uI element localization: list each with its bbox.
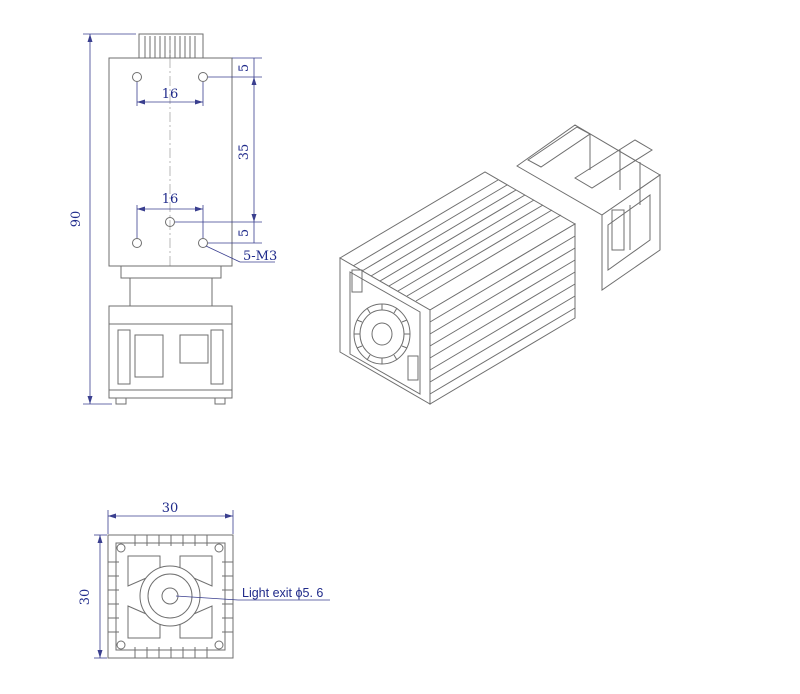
thread-callout-label: 5-M3 bbox=[243, 249, 277, 264]
iso-side-fins bbox=[429, 235, 576, 395]
dimension-top-hole-spacing: 16 bbox=[136, 82, 204, 106]
dimension-top-offset: 5 bbox=[208, 57, 262, 78]
end-view-fins bbox=[108, 535, 233, 658]
mount-hole bbox=[165, 217, 175, 227]
dimension-overall-height: 90 bbox=[69, 33, 136, 405]
dimension-lower-hole-spacing: 16 bbox=[136, 192, 204, 238]
top-hole-spacing-label: 16 bbox=[162, 87, 179, 102]
mount-hole bbox=[132, 238, 142, 248]
heatsink-body bbox=[108, 57, 233, 267]
dimension-hole-vertical-spacing: 35 bbox=[175, 77, 262, 223]
corner-hole bbox=[214, 640, 224, 650]
corner-hole bbox=[116, 543, 126, 553]
dimension-end-width: 30 bbox=[107, 501, 234, 534]
vertical-spacing-label: 35 bbox=[237, 144, 252, 161]
light-exit-callout: Light exit ϕ5. 6 bbox=[175, 586, 330, 601]
lower-hole-spacing-label: 16 bbox=[162, 192, 179, 207]
mount-hole bbox=[198, 238, 208, 248]
lower-offset-label: 5 bbox=[237, 229, 252, 237]
top-connector bbox=[138, 33, 204, 59]
end-height-label: 30 bbox=[78, 589, 93, 606]
mount-hole bbox=[132, 72, 142, 82]
end-width-label: 30 bbox=[162, 501, 179, 516]
iso-fan-assembly bbox=[516, 124, 661, 291]
light-exit-label: Light exit ϕ5. 6 bbox=[242, 586, 323, 600]
corner-hole bbox=[214, 543, 224, 553]
end-view bbox=[107, 534, 234, 659]
thread-callout: 5-M3 bbox=[205, 245, 277, 264]
iso-lens-gear bbox=[353, 303, 411, 365]
top-offset-label: 5 bbox=[237, 64, 252, 72]
corner-hole bbox=[116, 640, 126, 650]
dimension-lower-offset: 5 bbox=[208, 222, 262, 244]
fan-section bbox=[108, 265, 233, 405]
dimension-end-height: 30 bbox=[78, 534, 107, 659]
light-exit-aperture bbox=[161, 587, 179, 605]
overall-height-label: 90 bbox=[69, 211, 84, 228]
front-view bbox=[108, 33, 233, 405]
mount-hole bbox=[198, 72, 208, 82]
iso-fins bbox=[352, 179, 562, 302]
isometric-view bbox=[339, 124, 661, 405]
